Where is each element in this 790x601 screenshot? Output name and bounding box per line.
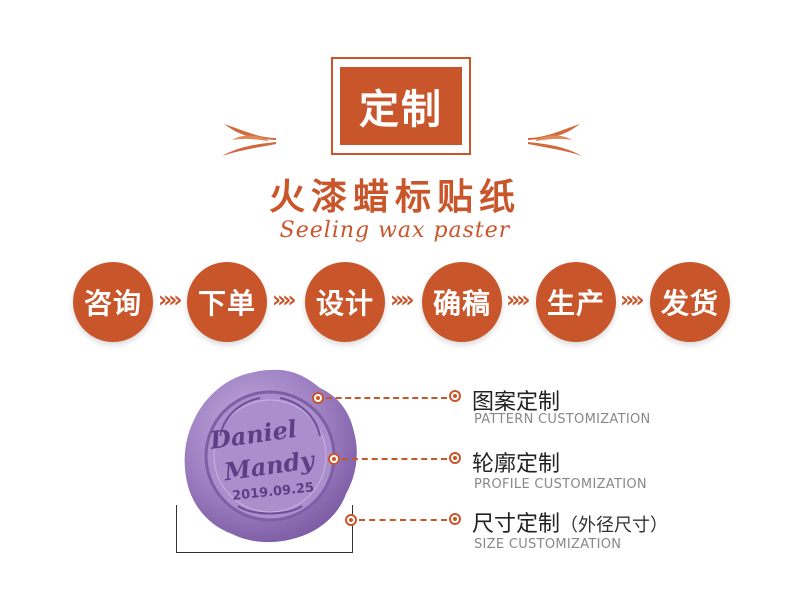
step-produce: 生产 — [536, 262, 616, 342]
profile-label: 轮廓定制 — [472, 452, 561, 477]
size-label-main: 尺寸定制 — [472, 512, 561, 537]
profile-label-en: PROFILE CUSTOMIZATION — [474, 477, 647, 492]
title-english: Seeling wax paster — [279, 218, 511, 243]
pattern-label: 图案定制 — [472, 390, 561, 415]
step-arrow-icon: »» — [158, 288, 183, 313]
size-label-note: （外径尺寸） — [560, 515, 669, 536]
pattern-leader-line — [326, 397, 447, 399]
step-arrow-icon: »» — [620, 288, 645, 313]
badge-title: 定制 — [340, 67, 462, 145]
step-consult: 咨询 — [73, 262, 153, 342]
title-chinese: 火漆蜡标贴纸 — [268, 177, 521, 218]
pattern-dot-icon — [449, 390, 461, 402]
size-marker-icon — [345, 514, 357, 526]
step-confirm: 确稿 — [422, 262, 502, 342]
profile-marker-icon — [328, 453, 340, 465]
right-swirl-icon — [528, 124, 582, 156]
dimension-base-line — [176, 552, 353, 553]
dimension-left-line — [176, 505, 177, 553]
step-ship: 发货 — [650, 262, 730, 342]
profile-leader-line — [342, 458, 447, 460]
dimension-right-line — [352, 505, 353, 553]
profile-dot-icon — [449, 452, 461, 464]
size-label-en: SIZE CUSTOMIZATION — [474, 537, 622, 552]
size-label: 尺寸定制（外径尺寸） — [472, 506, 668, 538]
size-dot-icon — [449, 513, 461, 525]
step-arrow-icon: »» — [272, 288, 297, 313]
pattern-label-en: PATTERN CUSTOMIZATION — [474, 412, 651, 427]
pattern-marker-icon — [312, 392, 324, 404]
step-design: 设计 — [305, 262, 385, 342]
badge-frame — [331, 57, 471, 155]
step-order: 下单 — [187, 262, 267, 342]
size-leader-line — [359, 519, 447, 521]
step-arrow-icon: »» — [390, 288, 415, 313]
left-swirl-icon — [222, 124, 276, 156]
step-arrow-icon: »» — [506, 288, 531, 313]
